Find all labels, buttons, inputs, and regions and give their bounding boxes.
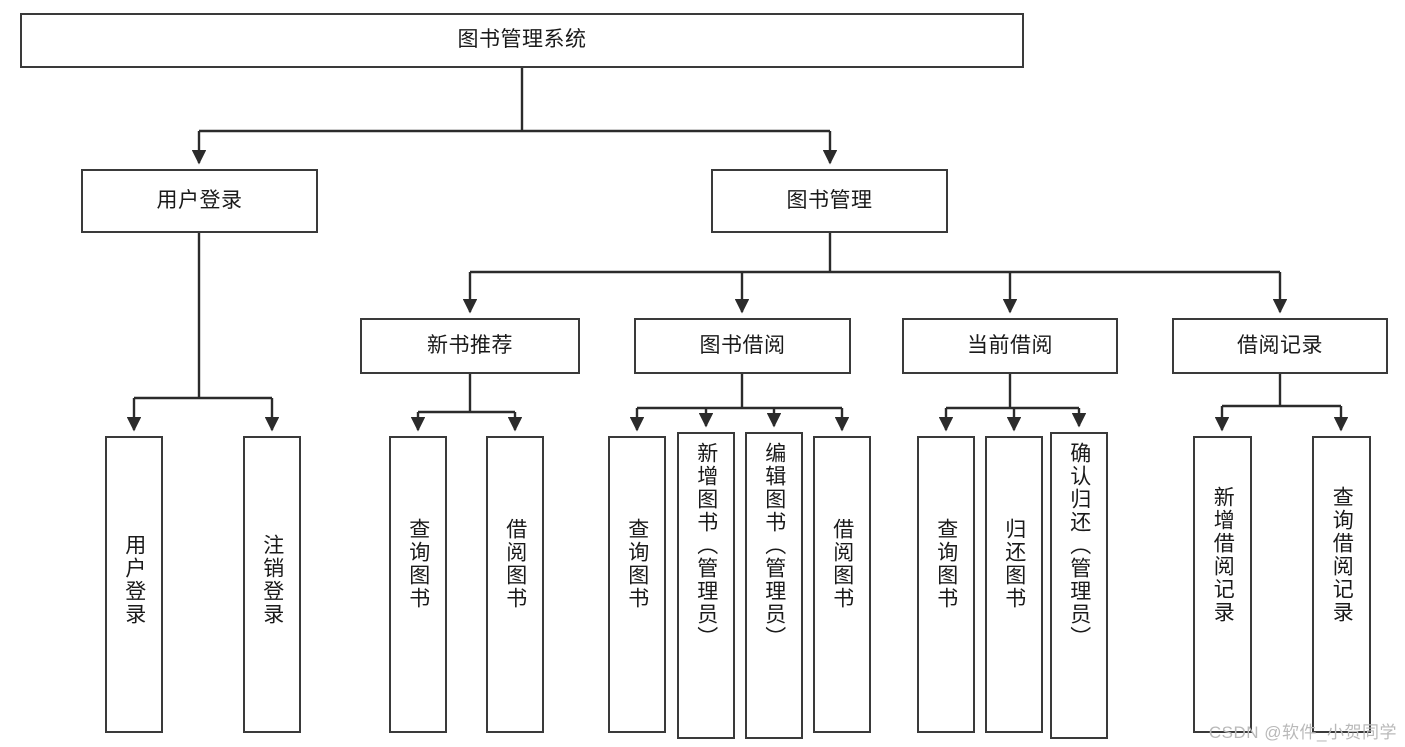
node-new-book-recommend-label: 新书推荐: [427, 333, 513, 357]
node-user-login-label: 用户登录: [156, 188, 243, 212]
leaf-borrow-book-nbr-label: 借阅图书: [503, 518, 527, 610]
leaf-query-book-cb-label: 查询图书: [934, 518, 958, 610]
leaf-query-borrow-record[interactable]: 查询借阅记录: [1312, 436, 1371, 733]
leaf-confirm-return-admin[interactable]: 确认归还（管理员）: [1050, 432, 1108, 739]
node-book-borrow[interactable]: 图书借阅: [634, 318, 851, 374]
leaf-return-book[interactable]: 归还图书: [985, 436, 1043, 733]
leaf-confirm-return-admin-label: 确认归还（管理员）: [1067, 442, 1091, 649]
node-book-management-label: 图书管理: [786, 188, 873, 212]
node-current-borrow[interactable]: 当前借阅: [902, 318, 1118, 374]
leaf-add-borrow-record-label: 新增借阅记录: [1211, 486, 1235, 624]
leaf-query-book-cb[interactable]: 查询图书: [917, 436, 975, 733]
leaf-query-book-nbr[interactable]: 查询图书: [389, 436, 447, 733]
leaf-query-borrow-record-label: 查询借阅记录: [1330, 486, 1354, 624]
leaf-user-login[interactable]: 用户登录: [105, 436, 163, 733]
node-current-borrow-label: 当前借阅: [967, 333, 1053, 357]
leaf-borrow-book-nbr[interactable]: 借阅图书: [486, 436, 544, 733]
leaf-add-borrow-record[interactable]: 新增借阅记录: [1193, 436, 1252, 733]
leaf-query-book-bb[interactable]: 查询图书: [608, 436, 666, 733]
node-root-label: 图书管理系统: [457, 28, 587, 52]
node-borrow-record[interactable]: 借阅记录: [1172, 318, 1388, 374]
watermark: CSDN @软件_小贺同学: [1208, 723, 1397, 742]
leaf-edit-book-admin[interactable]: 编辑图书（管理员）: [745, 432, 803, 739]
leaf-query-book-bb-label: 查询图书: [625, 518, 649, 610]
leaf-borrow-book-bb[interactable]: 借阅图书: [813, 436, 871, 733]
node-book-management[interactable]: 图书管理: [711, 169, 948, 233]
node-book-borrow-label: 图书借阅: [699, 333, 786, 357]
node-user-login[interactable]: 用户登录: [81, 169, 318, 233]
leaf-user-login-label: 用户登录: [122, 534, 146, 626]
node-new-book-recommend[interactable]: 新书推荐: [360, 318, 580, 374]
node-borrow-record-label: 借阅记录: [1237, 333, 1323, 357]
leaf-query-book-nbr-label: 查询图书: [406, 518, 430, 610]
leaf-logout-label: 注销登录: [260, 534, 284, 626]
leaf-logout[interactable]: 注销登录: [243, 436, 301, 733]
leaf-borrow-book-bb-label: 借阅图书: [830, 518, 854, 610]
leaf-add-book-admin[interactable]: 新增图书（管理员）: [677, 432, 735, 739]
node-root[interactable]: 图书管理系统: [20, 13, 1024, 68]
leaf-return-book-label: 归还图书: [1002, 518, 1026, 610]
leaf-edit-book-admin-label: 编辑图书（管理员）: [762, 442, 786, 649]
leaf-add-book-admin-label: 新增图书（管理员）: [694, 442, 718, 649]
